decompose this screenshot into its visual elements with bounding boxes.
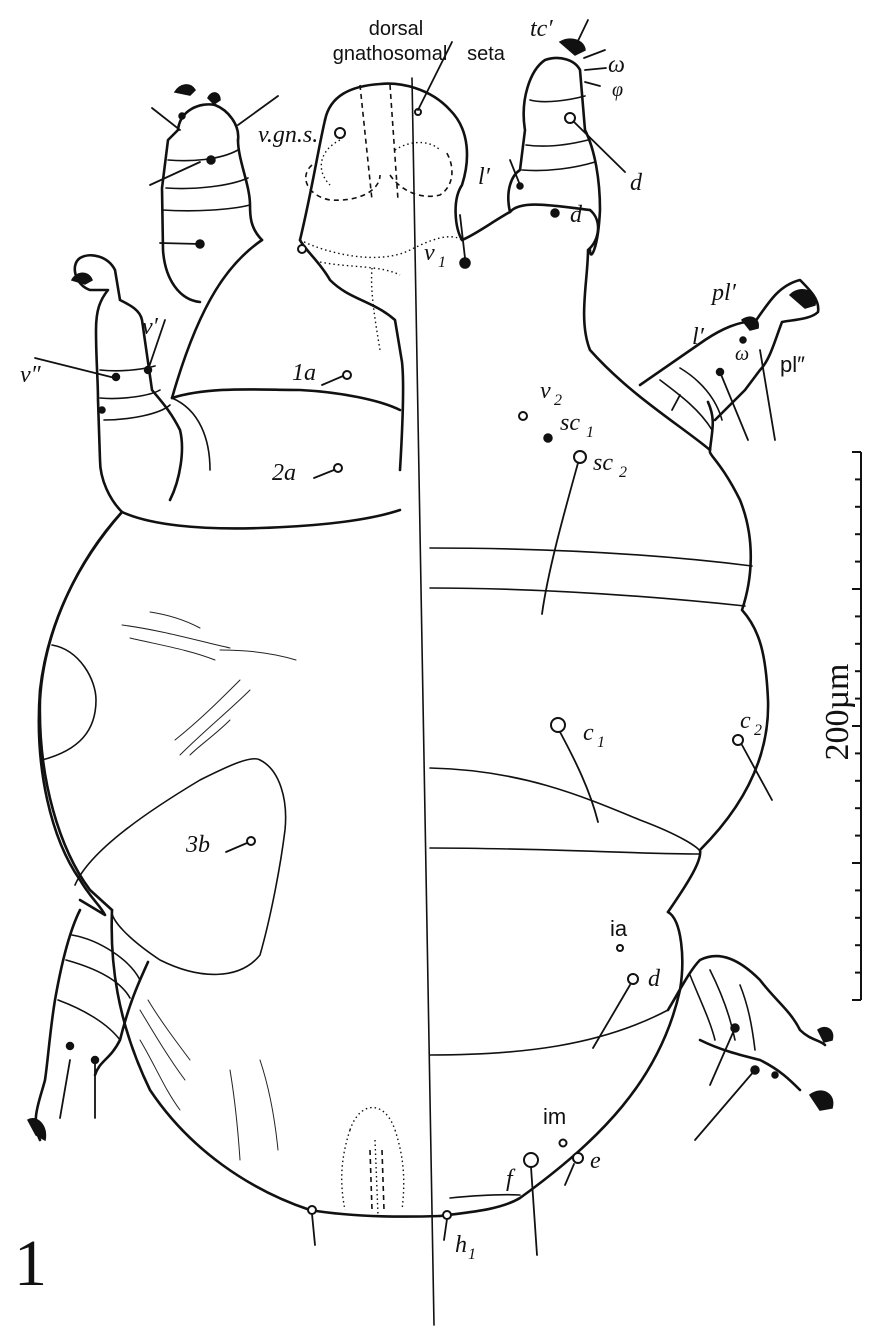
leg-IV-left: [28, 910, 148, 1140]
label-v-double-prime: v″: [20, 362, 42, 388]
cuticle-striae: [122, 612, 296, 1160]
ventral-labels: v.gn.s. v′ v″ 1a 2a 3b: [20, 122, 318, 858]
label-f: f: [506, 1166, 516, 1192]
body-outline: [39, 84, 768, 1217]
label-e: e: [590, 1148, 601, 1174]
label-sc1-sub: 1: [586, 424, 594, 441]
body-setae: [226, 42, 772, 1255]
leg-III-right: [668, 956, 833, 1140]
label-c2-sub: 2: [754, 722, 762, 739]
label-omega: ω: [608, 52, 625, 78]
label-im: im: [543, 1104, 566, 1129]
dorsal-labels: tc′ ω φ d d l′ v 1 pl′ l′ ω pl″ v 2 sc 1…: [424, 16, 805, 1263]
label-omega-leg-II: ω: [735, 343, 749, 365]
label-pl-double-prime: pl″: [780, 352, 805, 377]
header-label-line3: seta: [467, 43, 506, 65]
label-sc2-sub: 2: [619, 464, 627, 481]
label-phi: φ: [612, 79, 623, 101]
label-c1: c: [583, 720, 594, 746]
label-d-hysterosoma: d: [648, 966, 661, 992]
label-3b: 3b: [185, 832, 210, 858]
label-v1-sub: 1: [438, 254, 446, 271]
scale-bar-label: 200µm: [819, 663, 856, 760]
label-v-prime: v′: [142, 314, 159, 340]
label-2a: 2a: [272, 460, 296, 486]
label-v-gn-s: v.gn.s.: [258, 122, 318, 148]
scale-bar: 200µm: [819, 452, 861, 1000]
genital-structure: [342, 1108, 404, 1216]
label-pl-prime: pl′: [710, 280, 737, 306]
label-l-prime-leg-II: l′: [692, 324, 705, 350]
label-h1-sub: 1: [468, 1246, 476, 1263]
figure-number: 1: [14, 1227, 47, 1300]
header-label-line2: gnathosomal: [333, 43, 448, 65]
label-tc-prime: tc′: [530, 16, 553, 42]
label-h1: h: [455, 1232, 467, 1258]
label-sc1: sc: [560, 410, 580, 436]
label-v1: v: [424, 240, 435, 266]
label-l-prime-leg-I: l′: [478, 164, 491, 190]
label-v2-sub: 2: [554, 392, 562, 409]
header-label: dorsal gnathosomal seta: [333, 18, 506, 65]
label-d-leg-I-upper: d: [630, 170, 643, 196]
label-ia: ia: [610, 916, 628, 941]
label-v2: v: [540, 378, 551, 404]
label-1a: 1a: [292, 360, 316, 386]
label-c1-sub: 1: [597, 734, 605, 751]
header-label-line1: dorsal: [369, 18, 423, 40]
leg-II-left: [35, 255, 182, 512]
label-d-leg-I-lower: d: [570, 202, 583, 228]
leg-I-left: [150, 85, 278, 302]
label-sc2: sc: [593, 450, 613, 476]
label-c2: c: [740, 708, 751, 734]
